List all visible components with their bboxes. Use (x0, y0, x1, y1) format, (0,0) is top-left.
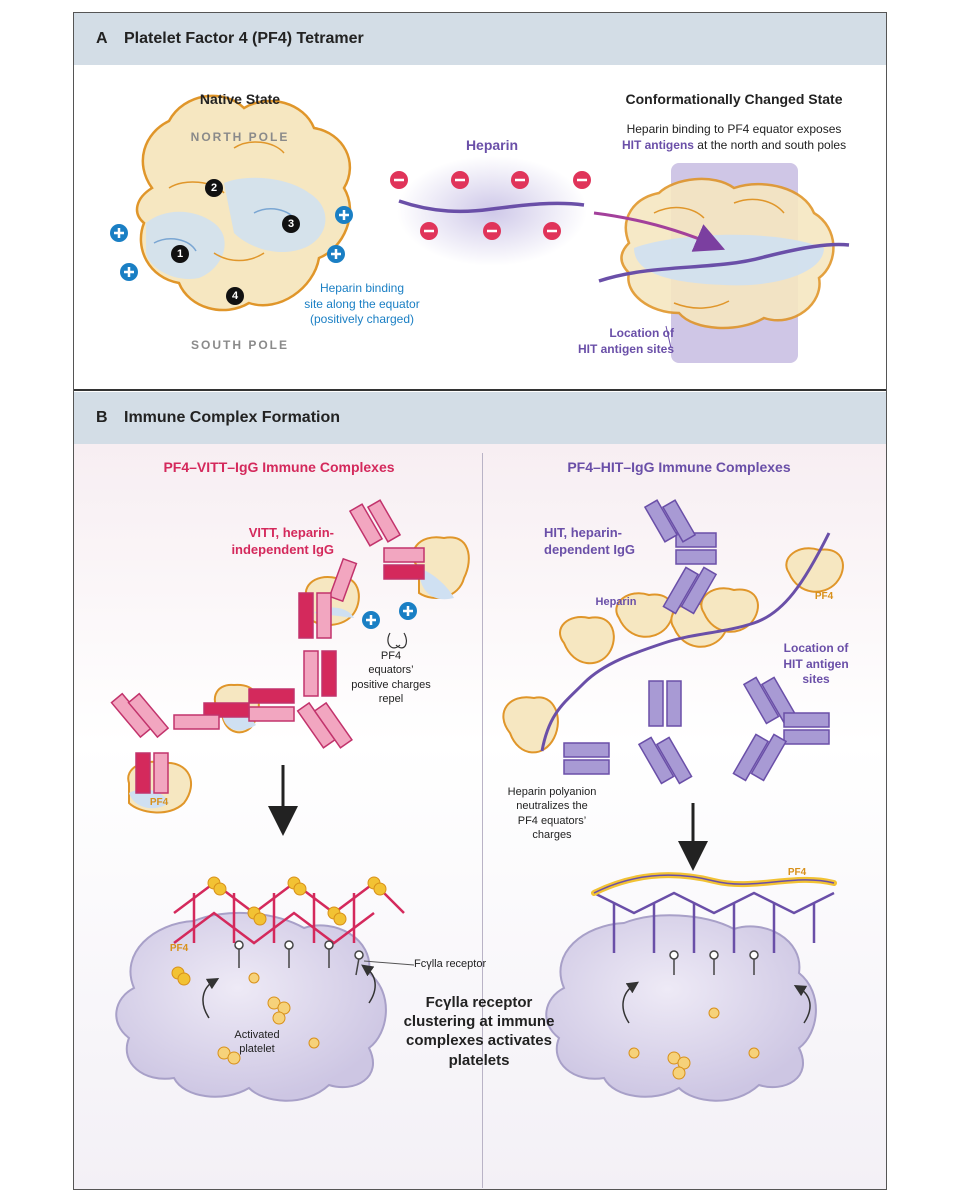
vitt-lattice-pf4-label: PF4 (169, 943, 189, 954)
positive-charges-native (110, 206, 353, 281)
hit-granules (628, 1007, 760, 1080)
heparin-wrapped (598, 242, 850, 283)
hit-pf4-label: PF4 (814, 591, 834, 602)
polyanion-label: Heparin polyanion neutralizes the PF4 eq… (507, 786, 597, 841)
heparin-label-a: Heparin (465, 137, 519, 153)
pf4-native-tetramer (135, 94, 352, 312)
hit-antibodies (563, 499, 830, 785)
hit-heparin-chain (540, 532, 831, 752)
hit-heparin-label: Heparin (595, 596, 637, 608)
receptor-leader (363, 960, 415, 966)
subunit-2: 2 (205, 179, 223, 197)
vitt-complex-title: PF4–VITT–IgG Immune Complexes (163, 459, 395, 475)
subunit-3: 3 (282, 215, 300, 233)
binding-site-label: Heparin binding site along the equator (… (304, 281, 420, 327)
subunit-4: 4 (226, 287, 244, 305)
panel-b-separator (482, 453, 483, 1188)
panel-a-header: A Platelet Factor 4 (PF4) Tetramer (74, 13, 886, 65)
antigen-location-label: Location of HIT antigen sites (577, 326, 674, 356)
vitt-pf4-label: PF4 (149, 797, 169, 808)
repel-label: PF4 equators’ positive charges repel (351, 650, 431, 705)
changed-state-label: Conformationally Changed State (625, 91, 843, 107)
vitt-platelet (115, 912, 387, 1102)
hit-complex-title: PF4–HIT–IgG Immune Complexes (567, 459, 791, 475)
pf4-changed-tetramer (620, 177, 835, 330)
vitt-antibodies (110, 499, 425, 794)
native-state-label: Native State (199, 91, 281, 107)
figure-frame: A Platelet Factor 4 (PF4) Tetramer B Imm… (73, 12, 887, 1190)
subunit-1: 1 (171, 245, 189, 263)
hit-platelet (545, 914, 817, 1102)
vitt-receptors (234, 940, 364, 976)
hit-igg-label: HIT, heparin- dependent IgG (544, 525, 635, 557)
panel-a-title: Platelet Factor 4 (PF4) Tetramer (124, 30, 364, 47)
vitt-pf4-clusters (171, 876, 387, 986)
south-pole-label: SOUTH POLE (190, 338, 289, 352)
hit-lattice-pf4-label: PF4 (787, 867, 807, 878)
panel-b-letter: B (96, 409, 108, 426)
hit-receptors (669, 950, 759, 975)
vitt-igg-label: VITT, heparin- independent IgG (231, 525, 334, 557)
negative-charges (390, 171, 591, 240)
hit-lattice (593, 891, 835, 953)
changed-state-description: Heparin binding to PF4 equator exposes H… (621, 122, 847, 153)
positive-charges-vitt (362, 602, 417, 629)
clustering-statement: Fcγlla receptor clustering at immune com… (403, 994, 555, 1069)
north-pole-label: NORTH POLE (190, 130, 290, 144)
figure-graphics (110, 94, 850, 1102)
hit-antigen-location-label: Location of HIT antigen sites (783, 641, 849, 687)
panel-b-header: B Immune Complex Formation (74, 392, 886, 444)
repel-arrows (387, 632, 408, 649)
activated-platelet-label: Activated platelet (234, 1029, 280, 1055)
panel-divider (74, 389, 886, 391)
receptor-label: Fcγlla receptor (414, 958, 487, 970)
heparin-chain (398, 199, 585, 214)
heparin-glow (397, 156, 587, 266)
vitt-granules (217, 972, 320, 1065)
panel-b-title: Immune Complex Formation (124, 409, 341, 426)
panel-a-letter: A (96, 30, 108, 47)
binding-arrow (593, 211, 726, 252)
